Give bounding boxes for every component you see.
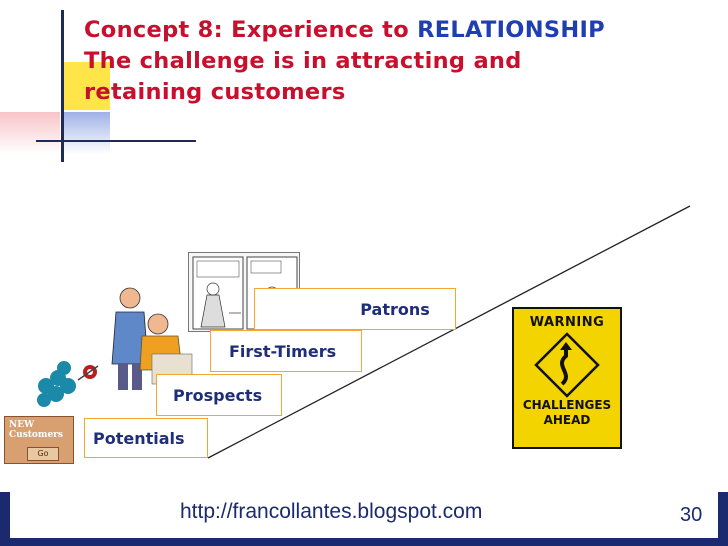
winding-road-icon — [534, 332, 600, 398]
step-potentials: Potentials — [84, 418, 208, 458]
warning-sign-bottom-line-2: AHEAD — [543, 413, 591, 427]
page-number: 30 — [680, 504, 703, 526]
new-customers-tile: NEW Customers Go — [4, 416, 74, 464]
warning-sign-top-text: WARNING — [529, 315, 605, 330]
new-customers-text: NEW Customers — [9, 420, 63, 440]
comic-strip-image — [188, 252, 300, 332]
title-line-2: The challenge is in attracting and — [84, 48, 522, 74]
new-customers-text-mid: Customers — [9, 430, 63, 440]
decorative-pink-block — [0, 112, 60, 154]
business-people-clipart — [111, 287, 193, 390]
title-accent: RELATIONSHIP — [417, 17, 605, 43]
decorative-blue-block — [62, 112, 110, 154]
decorative-horizontal-line — [36, 140, 196, 142]
step-prospects: Prospects — [156, 374, 282, 416]
title-prefix: Concept 8: Experience to — [84, 17, 418, 43]
footer-bar — [0, 492, 728, 546]
warning-sign-bottom-line-1: CHALLENGES — [522, 398, 612, 412]
decorative-vertical-line — [61, 10, 64, 162]
footer-inner-panel — [10, 492, 718, 538]
new-customers-text-top: NEW — [9, 420, 35, 430]
footer-url-link[interactable]: http://francollantes.blogspot.com — [180, 500, 483, 523]
warning-sign-bottom-text: CHALLENGES AHEAD — [523, 398, 611, 428]
slide-title: Concept 8: Experience to RELATIONSHIP Th… — [84, 15, 724, 108]
step-patrons: Patrons — [254, 288, 456, 330]
warning-sign: WARNING CHALLENGES AHEAD — [512, 307, 622, 449]
decorative-yellow-block — [62, 62, 110, 110]
title-line-3: retaining customers — [84, 79, 346, 105]
step-first-timers: First-Timers — [210, 330, 362, 372]
target-balls-clipart — [37, 361, 99, 407]
title-line-1: Concept 8: Experience to RELATIONSHIP — [84, 15, 724, 46]
new-customers-go-button: Go — [27, 447, 59, 461]
